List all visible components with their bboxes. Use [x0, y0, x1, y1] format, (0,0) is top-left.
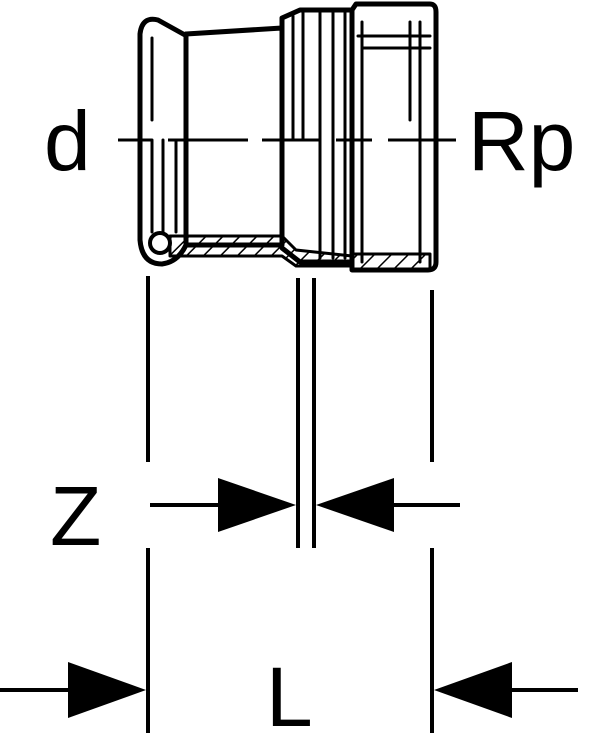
press-end-tube — [183, 25, 285, 248]
thread-end-outline — [349, 1, 439, 273]
press-fitting-body — [137, 1, 439, 273]
dimension-l: L — [0, 650, 578, 733]
section-hatch-left — [168, 234, 354, 268]
label-d: d — [44, 94, 91, 188]
seal-ring — [148, 231, 172, 255]
arrow-l-left — [68, 662, 146, 718]
section-hatch-thread — [350, 252, 432, 272]
label-rp: Rp — [468, 94, 575, 188]
arrow-l-right — [434, 662, 512, 718]
label-l: L — [266, 650, 313, 733]
arrow-z-right — [316, 478, 394, 532]
extension-lines — [146, 276, 434, 733]
arrow-z-left — [218, 478, 296, 532]
label-z: Z — [50, 469, 101, 563]
dimension-z: Z — [50, 469, 460, 563]
